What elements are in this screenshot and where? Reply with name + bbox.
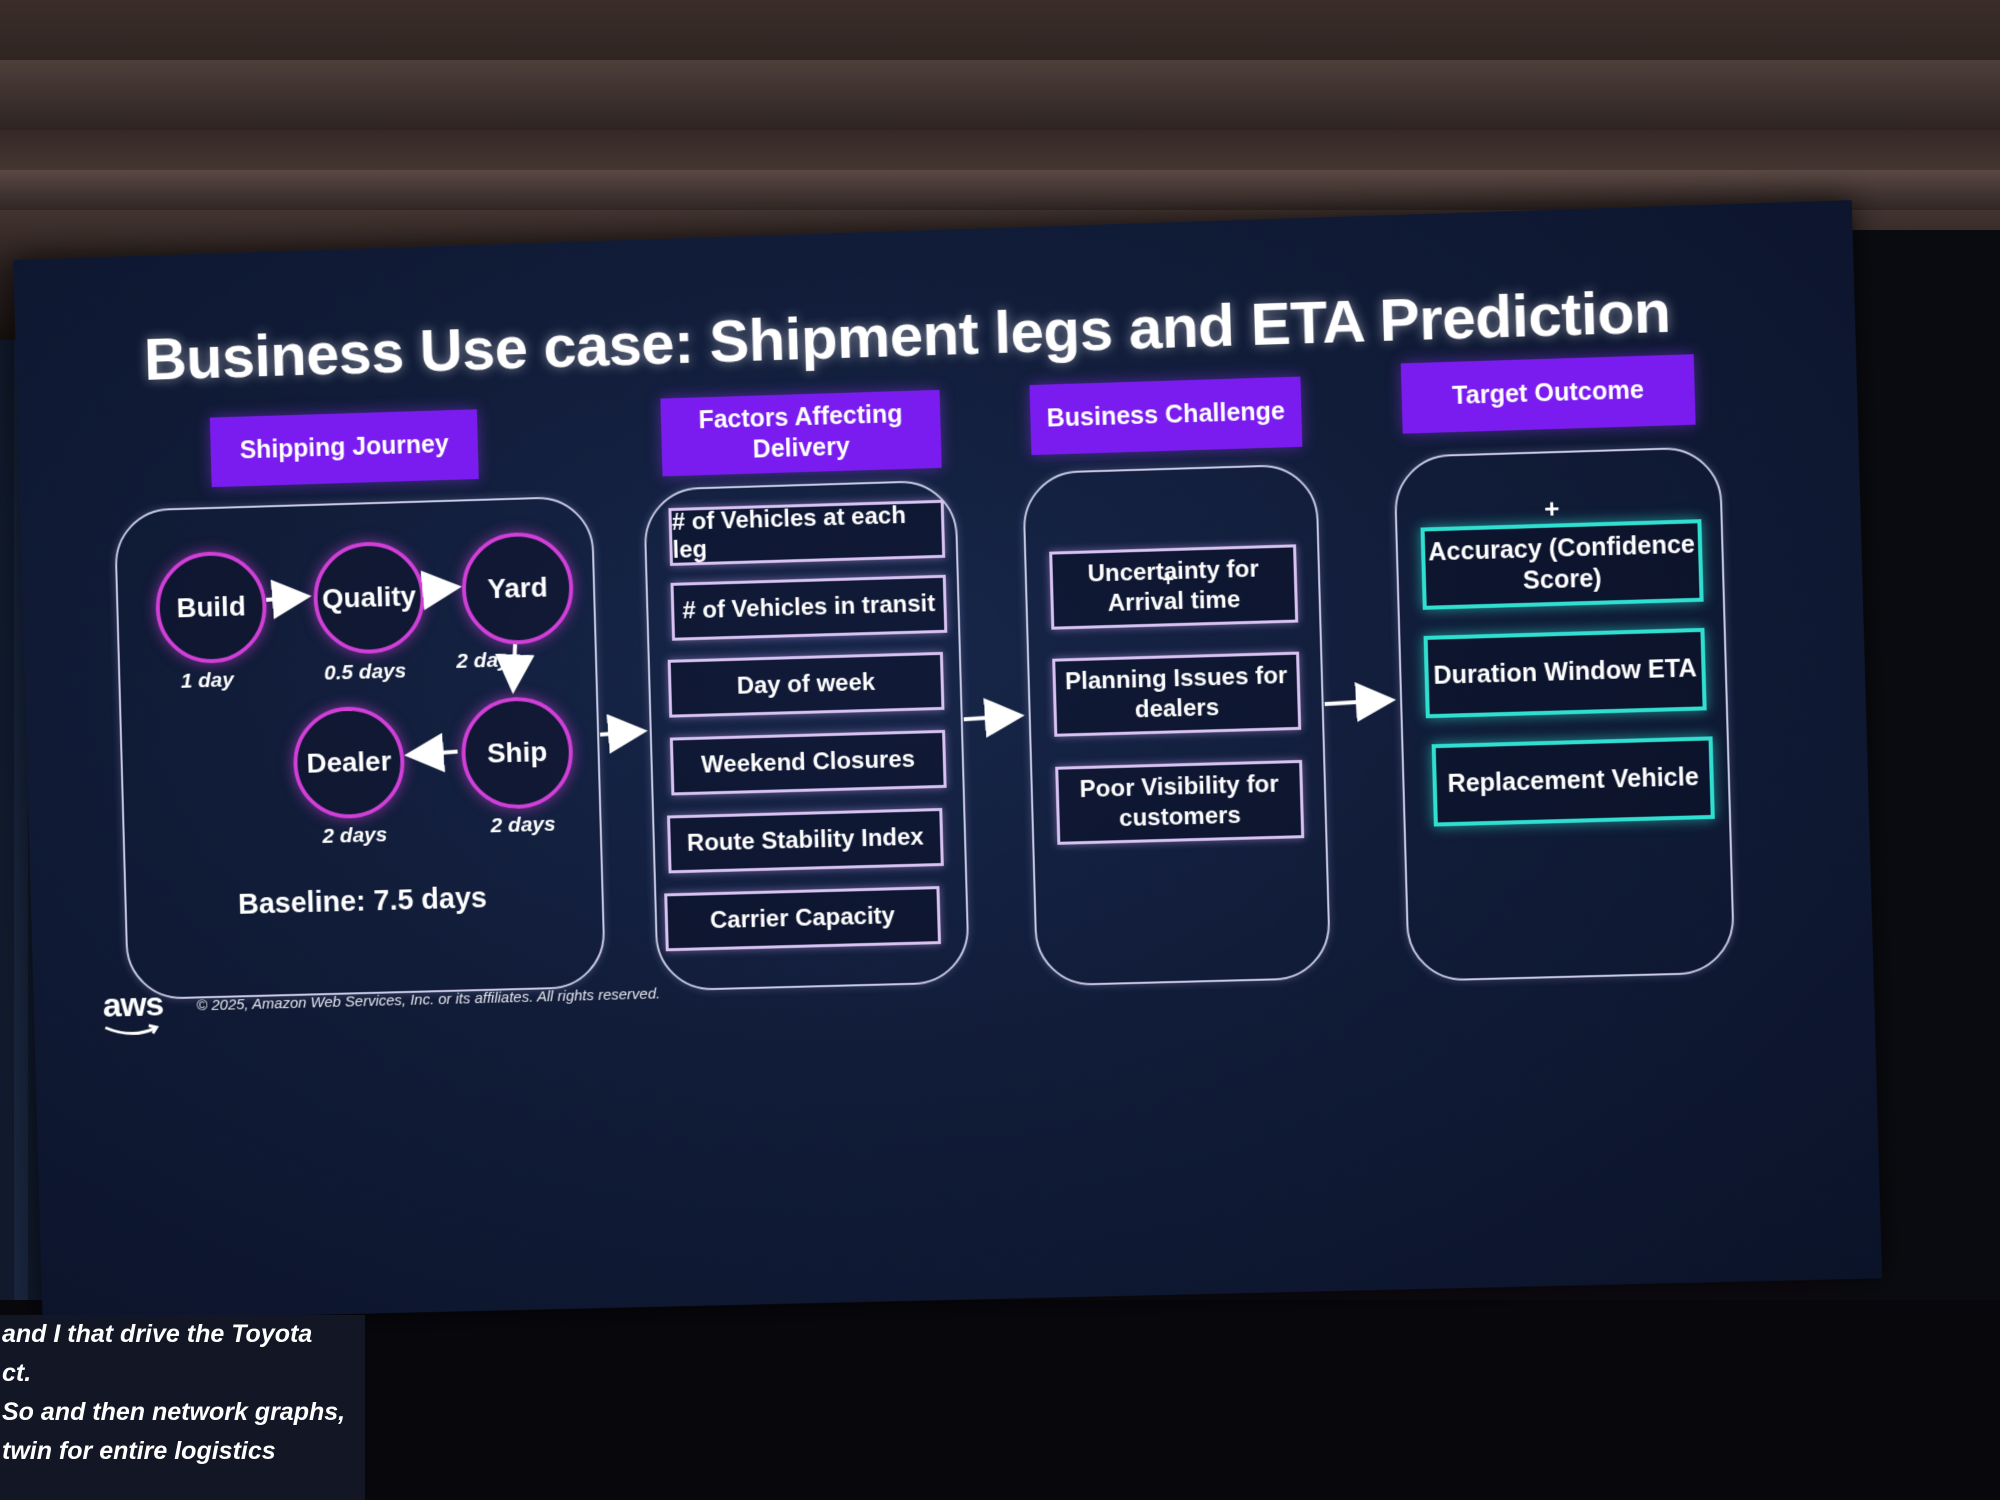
journey-duration-build: 1 day (180, 668, 235, 693)
journey-duration-quality: 0.5 days (323, 659, 407, 685)
caption-line: twin for entire logistics (2, 1437, 276, 1465)
journey-duration-yard: 2 days (456, 648, 522, 673)
factor-item: # of Vehicles at each leg (668, 499, 946, 566)
outcome-item: Duration Window ETA (1423, 627, 1707, 719)
caption-line: and I that drive the Toyota (2, 1320, 313, 1348)
plus-icon: + (1543, 493, 1560, 524)
factors-header: Factors Affecting Delivery (660, 389, 942, 477)
factor-item: Weekend Closures (669, 729, 947, 796)
caption-line: So and then network graphs, (2, 1398, 346, 1426)
journey-baseline: Baseline: 7.5 days (237, 882, 488, 921)
ceiling-molding (0, 60, 2000, 130)
factor-item: # of Vehicles in transit (670, 574, 948, 641)
live-caption-box: and I that drive the Toyota ct. So and t… (0, 1315, 365, 1500)
aws-logo: aws (102, 985, 164, 1025)
factor-item: Carrier Capacity (664, 886, 941, 952)
journey-duration-dealer: 2 days (322, 823, 388, 848)
plus-icon: + (1162, 569, 1175, 592)
arrow-factors-to-challenges (963, 697, 1024, 738)
outcome-item: Accuracy (Confidence Score) (1420, 519, 1704, 610)
aws-smile-icon (103, 1022, 163, 1039)
caption-line: ct. (2, 1359, 32, 1387)
shipping-journey-header: Shipping Journey (209, 409, 479, 488)
arrow-challenges-to-outcomes (1325, 700, 1388, 704)
factor-item: Day of week (667, 651, 945, 718)
target-outcome-header: Target Outcome (1400, 354, 1696, 434)
factor-item: Route Stability Index (667, 807, 944, 874)
outcome-item: Replacement Vehicle (1431, 736, 1715, 827)
journey-duration-ship: 2 days (490, 812, 556, 838)
ceiling-molding (0, 170, 2000, 210)
challenge-item: Poor Visibility for customers (1055, 759, 1305, 845)
arrow-journey-to-factors (600, 731, 640, 734)
business-challenge-header: Business Challenge (1029, 376, 1303, 456)
challenge-item: Planning Issues for dealers (1052, 651, 1302, 737)
presentation-slide: Business Use case: Shipment legs and ETA… (13, 200, 1882, 1321)
